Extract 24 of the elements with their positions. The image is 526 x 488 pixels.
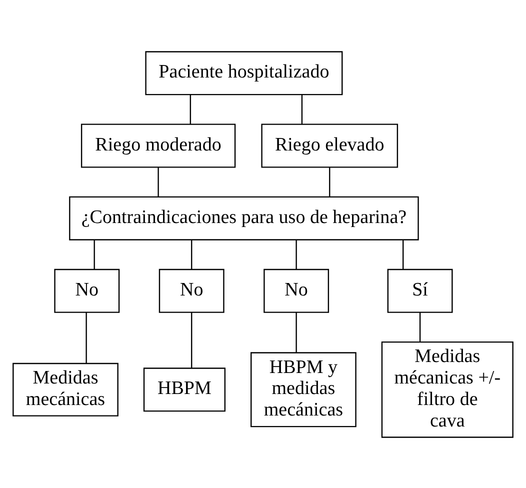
connector — [402, 240, 404, 269]
node-box: Sí — [387, 268, 453, 312]
node-box: Medidas mecánicas — [12, 362, 118, 416]
node-box: HBPM — [143, 367, 226, 412]
node-box: Riego moderado — [80, 123, 236, 168]
connector — [86, 312, 87, 363]
connector — [191, 312, 192, 368]
connector — [190, 94, 192, 124]
node-box: Riego elevado — [261, 123, 398, 168]
connector — [296, 312, 297, 352]
node-box: Paciente hospitalizado — [145, 50, 343, 95]
connector — [191, 240, 192, 269]
node-box: No — [264, 268, 330, 312]
node-box: ¿Contraindicaciones para uso de heparina? — [69, 196, 419, 240]
node-box: No — [54, 268, 120, 312]
connector — [158, 167, 159, 196]
connector — [296, 240, 297, 269]
connector — [419, 312, 421, 342]
connector — [301, 94, 303, 124]
connector — [94, 240, 95, 269]
node-box: HBPM y medidas mecánicas — [250, 352, 356, 427]
connector — [329, 167, 330, 196]
node-box: No — [158, 268, 224, 312]
node-box: Medidas mécanicas +/- filtro de cava — [381, 340, 514, 438]
